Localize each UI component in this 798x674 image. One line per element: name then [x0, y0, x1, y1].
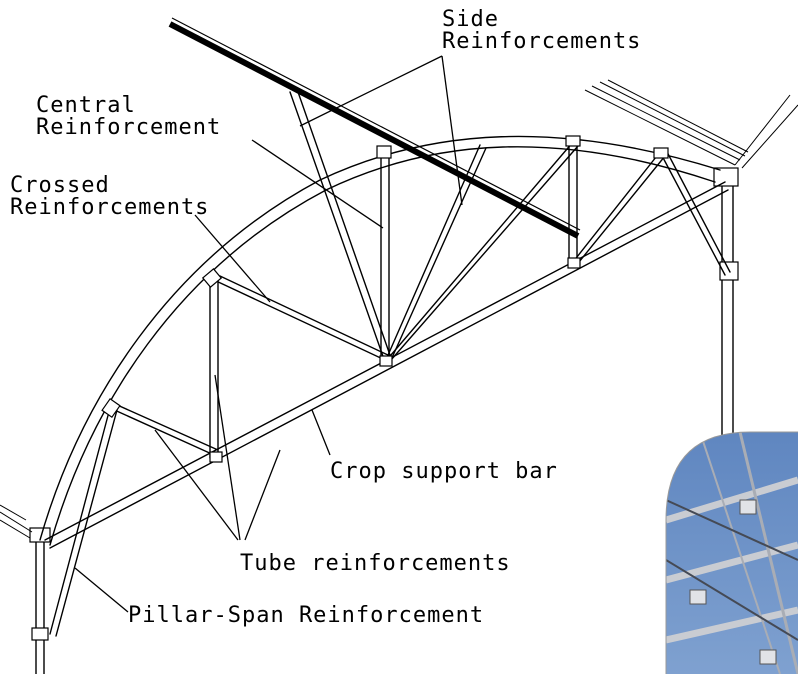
crossed-reinforcements: [213, 91, 731, 363]
label-side-line2: Reinforcements: [442, 29, 641, 54]
right-pillar: [584, 79, 798, 437]
label-tube-reinforcements: Tube reinforcements: [240, 551, 511, 576]
joints: [101, 135, 669, 463]
greenhouse-structure-photo: [665, 431, 798, 674]
label-crop-support-bar: Crop support bar: [330, 459, 558, 484]
vertical-posts: [209, 141, 578, 459]
label-side-line1: Side: [442, 7, 499, 32]
left-pillar: [0, 504, 51, 674]
label-pillar-span: Pillar-Span Reinforcement: [128, 603, 484, 628]
diagram-labels: Side Reinforcements Central Reinforcemen…: [10, 7, 641, 628]
top-rail: [168, 17, 581, 239]
label-central-line1: Central: [36, 93, 136, 118]
label-crossed-line1: Crossed: [10, 173, 110, 198]
label-crossed-line2: Reinforcements: [10, 195, 209, 220]
label-central-line2: Reinforcement: [36, 115, 221, 140]
leader-lines: [74, 55, 463, 613]
tube-reinforcements: [49, 403, 219, 637]
